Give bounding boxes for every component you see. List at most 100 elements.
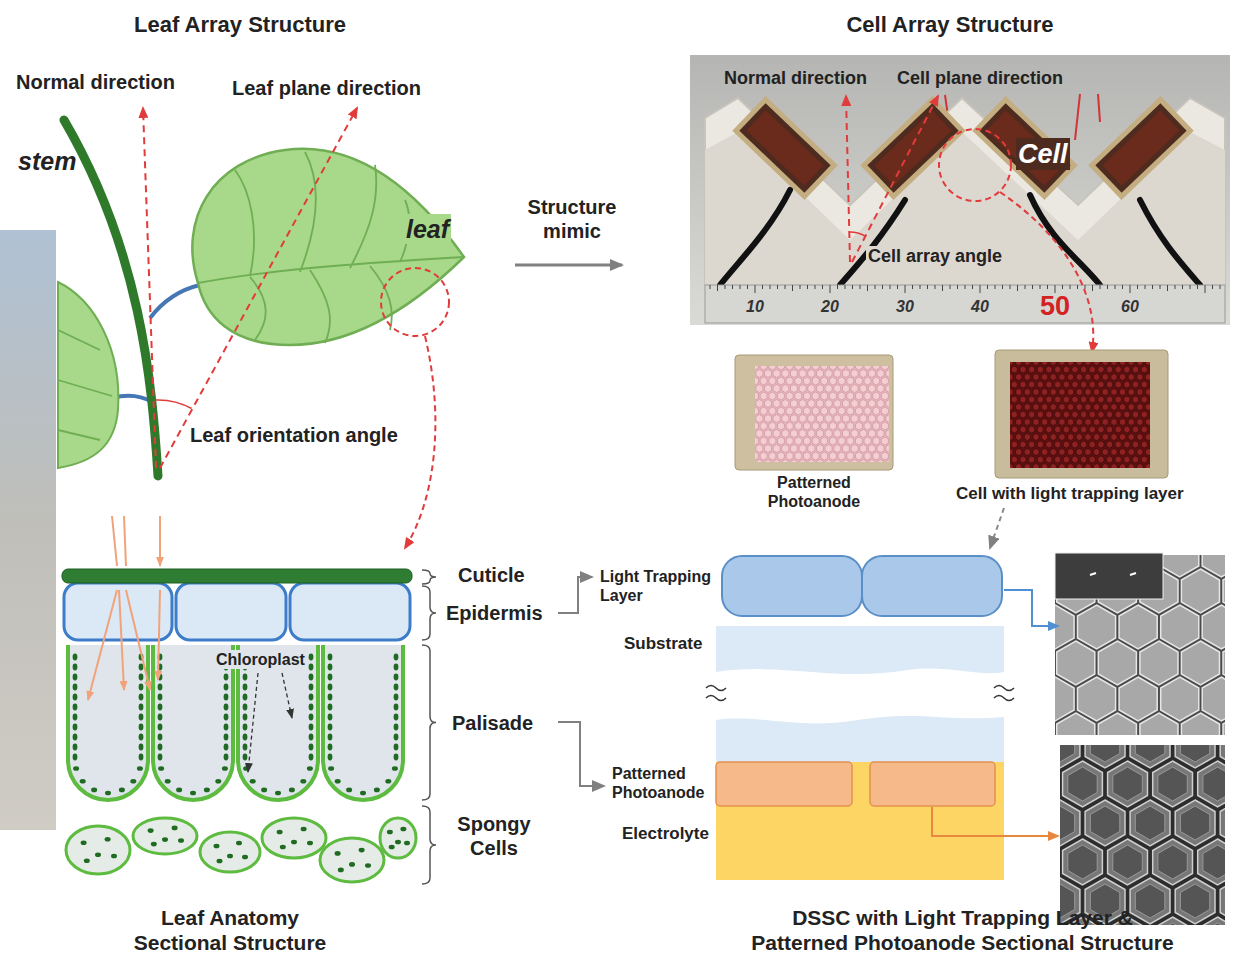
chloroplast-dot bbox=[80, 779, 86, 784]
hexagon bbox=[1141, 411, 1147, 418]
chloroplast-dot bbox=[158, 766, 164, 771]
text-label: Leaf plane direction bbox=[232, 76, 421, 100]
hexagon bbox=[1153, 839, 1193, 885]
hexagon bbox=[808, 400, 815, 408]
chloroplast-dot bbox=[162, 837, 168, 842]
chloroplast-dot bbox=[307, 841, 313, 846]
hexagon bbox=[1046, 396, 1052, 403]
chloroplast-dot bbox=[275, 791, 281, 796]
chloroplast-dot bbox=[139, 664, 144, 671]
angle-arc bbox=[849, 232, 865, 236]
hexagon bbox=[1102, 419, 1108, 426]
hexagon bbox=[1120, 389, 1126, 396]
hexagon bbox=[1010, 374, 1013, 381]
text-label: Structure mimic bbox=[517, 195, 627, 243]
chloroplast-dot bbox=[243, 704, 248, 711]
chloroplast-dot bbox=[328, 744, 333, 751]
hexagon bbox=[1063, 456, 1069, 463]
text-label: Patterned Photoanode bbox=[759, 473, 869, 511]
hexagon bbox=[1153, 917, 1193, 925]
hexagon bbox=[1146, 419, 1151, 426]
hexagon bbox=[791, 415, 798, 423]
solar-cell bbox=[1088, 96, 1193, 200]
cell-frame bbox=[1088, 96, 1193, 200]
hexagon bbox=[1029, 381, 1035, 388]
light-ray bbox=[112, 516, 160, 566]
hexagon bbox=[1010, 449, 1013, 456]
hexagon bbox=[847, 452, 854, 460]
hexagon bbox=[782, 430, 789, 438]
hexagon bbox=[1063, 426, 1069, 433]
ruler-tick bbox=[1032, 285, 1033, 289]
hexagon bbox=[851, 370, 858, 378]
hexagon bbox=[1011, 426, 1017, 433]
hexagon bbox=[1081, 441, 1087, 448]
hexagon bbox=[1102, 404, 1108, 411]
spongy-cell bbox=[133, 818, 197, 854]
hexagon bbox=[1181, 713, 1219, 735]
text-label: Cell Array Structure bbox=[810, 12, 1090, 38]
chloroplast-dot bbox=[328, 734, 333, 741]
hexagon bbox=[756, 430, 763, 438]
text-label: Palisade bbox=[452, 711, 533, 735]
hexagon bbox=[1016, 434, 1022, 441]
hexagon bbox=[756, 445, 763, 453]
hexagon bbox=[786, 437, 793, 445]
hexagon bbox=[1089, 396, 1095, 403]
hexagon bbox=[1020, 381, 1026, 388]
hexagon bbox=[791, 370, 798, 378]
ruler-tick bbox=[890, 285, 891, 289]
hexagon bbox=[1107, 411, 1113, 418]
text-label: Chloroplast bbox=[214, 650, 307, 669]
hexagon bbox=[873, 407, 880, 415]
hexagon bbox=[834, 370, 841, 378]
hexagon bbox=[782, 370, 789, 378]
hexagon bbox=[1220, 800, 1225, 846]
big-leaf bbox=[192, 149, 464, 345]
hexagon bbox=[769, 452, 776, 460]
hexagon bbox=[1042, 404, 1048, 411]
chloroplast-dot bbox=[250, 779, 256, 784]
hexagon bbox=[791, 460, 798, 463]
hexagon bbox=[830, 377, 837, 385]
hexagon bbox=[1016, 404, 1022, 411]
hexagon bbox=[1033, 389, 1039, 396]
chloroplast-dot bbox=[224, 754, 229, 761]
hexagon bbox=[864, 452, 871, 460]
chloroplast-dot bbox=[158, 754, 163, 761]
hexagon bbox=[791, 445, 798, 453]
zoom-circle bbox=[939, 129, 1011, 201]
chloroplast-dot bbox=[158, 744, 163, 751]
hexagon bbox=[1220, 878, 1225, 924]
text-label: leaf bbox=[404, 214, 451, 244]
hexagon bbox=[817, 400, 824, 408]
hexagon bbox=[1120, 362, 1126, 366]
hexagon bbox=[1089, 366, 1095, 373]
hexagon bbox=[847, 422, 854, 430]
cell-frame bbox=[860, 96, 965, 200]
hexagon bbox=[1050, 449, 1056, 456]
ruler-tick bbox=[1167, 285, 1168, 291]
lens-bump bbox=[722, 556, 862, 616]
hexagon bbox=[786, 407, 793, 415]
ruler-tick bbox=[732, 285, 733, 289]
hexagon bbox=[1068, 464, 1074, 469]
hexagon bbox=[1098, 641, 1136, 685]
hexagon bbox=[817, 460, 824, 463]
chloroplast-dot bbox=[335, 779, 341, 784]
hexagon bbox=[860, 385, 867, 393]
text-label: Spongy Cells bbox=[449, 812, 539, 860]
hexagon bbox=[1111, 404, 1117, 411]
chloroplast-dot bbox=[309, 654, 314, 661]
chloroplast-dot bbox=[139, 684, 144, 691]
chloroplast-dot bbox=[328, 694, 333, 701]
hexagon bbox=[817, 370, 824, 378]
cell-body bbox=[979, 103, 1070, 193]
normal-direction-arrow bbox=[143, 108, 156, 468]
sem-hex bbox=[1055, 555, 1225, 735]
layer-box: Light Trapping Layer bbox=[598, 553, 1005, 619]
hexagon bbox=[1063, 396, 1069, 403]
hexagon bbox=[1102, 374, 1108, 381]
ruler-tick bbox=[1047, 285, 1048, 289]
chloroplast-dot bbox=[392, 766, 398, 771]
